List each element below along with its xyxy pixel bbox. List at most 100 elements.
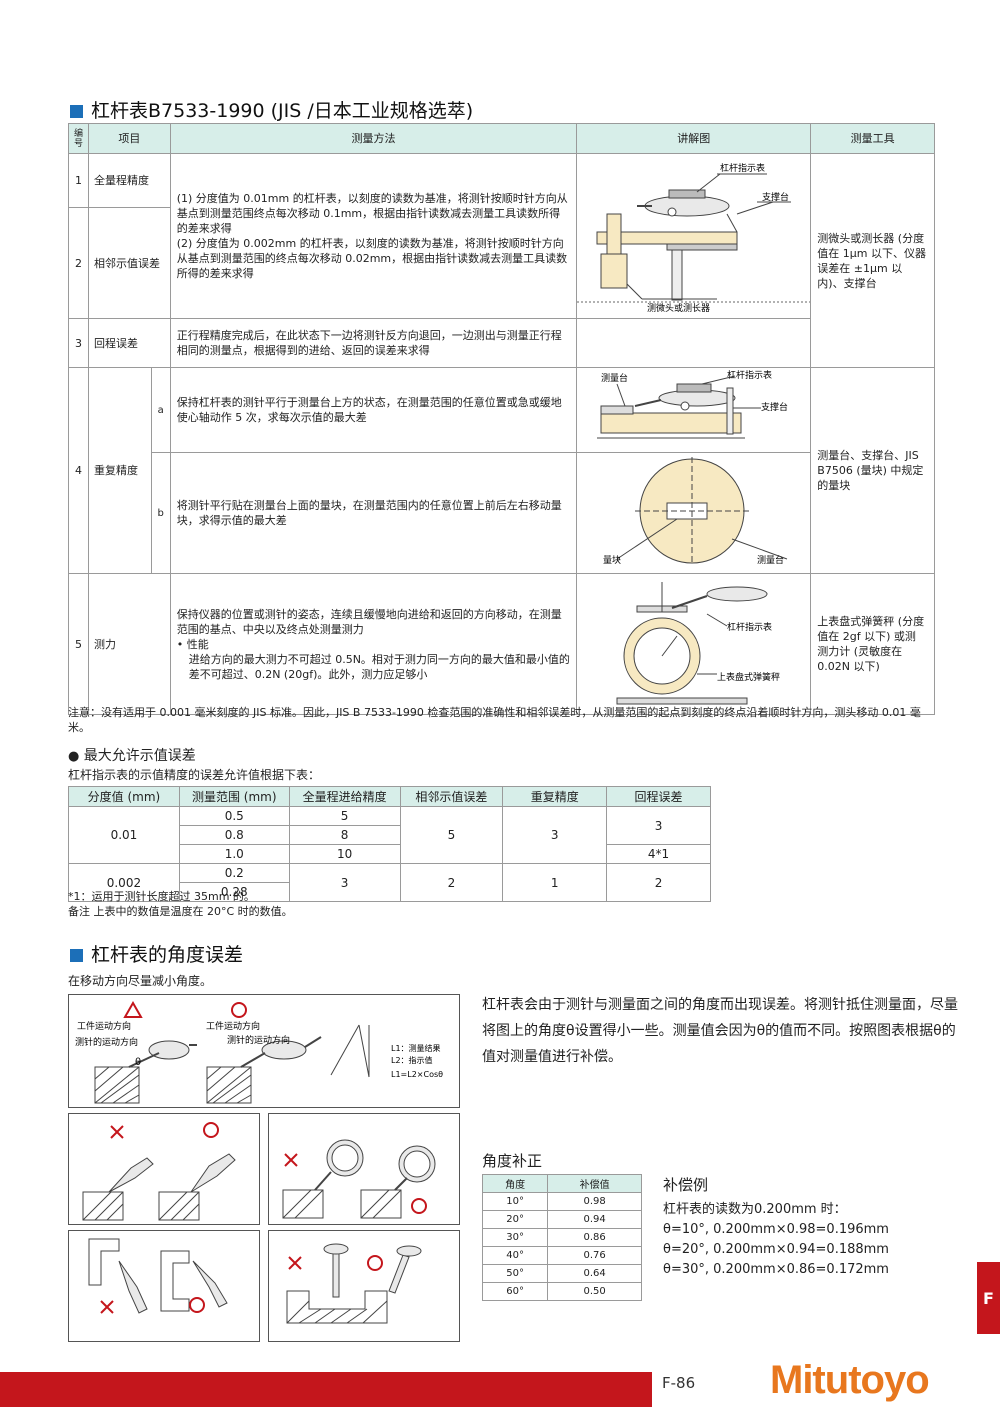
- angle-diagram-mid-right: [282, 1139, 436, 1219]
- label-block: 量块: [603, 554, 621, 566]
- example-line: θ=30°, 0.200mm×0.86=0.172mm: [663, 1262, 889, 1277]
- row-item: 全量程精度: [87, 152, 171, 209]
- cell-adjacent: 2: [399, 863, 504, 902]
- angle-diagram-bottom-right: [286, 1243, 422, 1324]
- figure-repeatability-b: 量块 测量台: [603, 457, 788, 566]
- cell-return: 3: [606, 806, 711, 845]
- page-number: F-86: [662, 1374, 696, 1392]
- row-item: 回程误差: [87, 318, 171, 368]
- table-row: 40°0.76: [481, 1246, 642, 1265]
- table-row: 0.01 0.5 5 5 3 3: [68, 806, 711, 864]
- footnote-1: *1：运用于测针长度超过 35mm 的。: [68, 890, 255, 903]
- section3-intro: 在移动方向尽量减小角度。: [68, 974, 213, 988]
- figure-cell-4a: 测量台 杠杆指示表 支撑台: [576, 367, 812, 453]
- method-cell-4a: 保持杠杆表的测针平行于测量台上方的状态，在测量范围的任意位置或急或缓地使心轴动作…: [169, 367, 578, 453]
- circle-ok-icon: [189, 1297, 205, 1313]
- method-text: 保持仪器的位置或测针的姿态，连续且缓慢地向进给和返回的方向移动，在测量范围的基点…: [176, 607, 562, 636]
- header-method: 测量方法: [169, 123, 578, 154]
- label-l1: L1：测量结果: [391, 1043, 441, 1053]
- cell-div: 0.002: [68, 863, 180, 902]
- figure-cell-4b: 量块 测量台: [576, 452, 812, 574]
- cell-angle: 50°: [481, 1264, 549, 1283]
- header-item: 项目: [87, 123, 171, 154]
- circle-ok-icon: [411, 1198, 427, 1214]
- square-bullet-icon: [70, 105, 83, 118]
- cell-angle: 30°: [481, 1228, 549, 1247]
- label-scale: 上表盘式弹簧秤: [717, 671, 780, 683]
- th-range: 测量范围 (mm): [178, 786, 290, 807]
- cell-comp: 0.86: [547, 1228, 642, 1247]
- th-full: 全量程进给精度: [288, 786, 401, 807]
- example-title: 补偿例: [663, 1176, 709, 1194]
- cell-div: 0.01: [68, 806, 180, 864]
- cell-comp: 0.94: [547, 1210, 642, 1229]
- footer-bar: [0, 1372, 652, 1407]
- figure-cell-5: 杠杆指示表 上表盘式弹簧秤: [576, 573, 812, 715]
- method-bullet: • 性能: [176, 637, 209, 651]
- row-item: 测力: [87, 573, 171, 715]
- cross-ng-icon: [100, 1300, 114, 1314]
- tolerance-header: 分度值 (mm) 测量范围 (mm) 全量程进给精度 相邻示值误差 重复精度 回…: [68, 786, 711, 807]
- row-no: 1: [68, 152, 89, 209]
- angle-diagram-top: 工件运动方向 测针的运动方向 工件运动方向 测针的运动方向 θ L1：测量结果 …: [75, 1000, 443, 1104]
- cell-range: 0.8: [178, 825, 290, 845]
- circle-ok-icon: [367, 1255, 383, 1271]
- table-row: b 将测针平行贴在测量台上面的量块，在测量范围内的任意位置上前后左右移动量块，求…: [69, 452, 935, 574]
- section2-title: ● 最大允许示值误差: [68, 748, 196, 764]
- method-cell-4b: 将测针平行贴在测量台上面的量块，在测量范围内的任意位置上前后左右移动量块，求得示…: [169, 452, 578, 574]
- jis-table-header: 编号 项目 测量方法 讲解图 测量工具: [68, 123, 935, 154]
- cell-return: 2: [606, 863, 711, 902]
- tolerance-table: 分度值 (mm) 测量范围 (mm) 全量程进给精度 相邻示值误差 重复精度 回…: [68, 786, 711, 902]
- label-stylus-direction: 测针的运动方向: [75, 1036, 138, 1048]
- cell-range: 1.0: [178, 844, 290, 864]
- tool-cell-4: 测量台、支撑台、JIS B7506 (量块) 中规定的量块: [810, 367, 935, 574]
- method-cell-5: 保持仪器的位置或测针的姿态，连续且缓慢地向进给和返回的方向移动，在测量范围的基点…: [169, 573, 578, 715]
- compensation-table: 角度 补偿值 10°0.98 20°0.94 30°0.86 40°0.76 5…: [481, 1174, 642, 1301]
- cell-angle: 20°: [481, 1210, 549, 1229]
- square-bullet-icon: [70, 949, 83, 962]
- cell-angle: 10°: [481, 1192, 549, 1211]
- table-row: 4 重复精度 a 保持杠杆表的测针平行于测量台上方的状态，在测量范围的任意位置或…: [68, 367, 935, 574]
- cell-comp: 0.50: [547, 1282, 642, 1301]
- row-no: 4: [68, 367, 89, 574]
- label-table: 测量台: [757, 554, 784, 566]
- angle-figure-top: 工件运动方向 测针的运动方向 工件运动方向 测针的运动方向 θ L1：测量结果 …: [68, 994, 460, 1108]
- table-row: 5 测力 保持仪器的位置或测针的姿态，连续且缓慢地向进给和返回的方向移动，在测量…: [68, 573, 935, 715]
- label-indicator: 杠杆指示表: [727, 621, 772, 633]
- table-row: 0.8 8: [69, 825, 711, 845]
- table-note: 注意：没有适用于 0.001 毫米刻度的 JIS 标准。因此，JIS B 753…: [68, 706, 921, 734]
- table-row: 50°0.64: [481, 1264, 642, 1283]
- cell-angle: 60°: [481, 1282, 549, 1301]
- table-row: 30°0.86: [481, 1228, 642, 1247]
- table-row: 20°0.94: [481, 1210, 642, 1229]
- cell-full: 10: [288, 844, 401, 864]
- th-return: 回程误差: [606, 786, 711, 807]
- section3-title: 杠杆表的角度误差: [70, 940, 243, 967]
- cell-return: 4*1: [606, 844, 711, 864]
- cell-comp: 0.64: [547, 1264, 642, 1283]
- method-text: 进给方向的最大测力不可超过 0.5N。相对于测力同一方向的最大值和最小值的差不可…: [188, 652, 570, 681]
- label-work-direction: 工件运动方向: [77, 1020, 131, 1032]
- label-indicator: 杠杆指示表: [720, 162, 765, 174]
- row-item: 重复精度: [87, 367, 152, 574]
- example-intro: 杠杆表的读数为0.200mm 时：: [663, 1202, 847, 1217]
- tool-cell-123: 测微头或测长器 (分度值在 1μm 以下、仪器误差在 ±1μm 以内)、支撑台: [810, 153, 935, 368]
- table-row: 1.0 10 4*1: [69, 844, 711, 864]
- compensation-header: 角度 补偿值: [481, 1174, 642, 1193]
- method-text: (2) 分度值为 0.002mm 的杠杆表，以刻度的读数为基准，将测针按顺时针方…: [176, 237, 568, 280]
- sub-a: a: [150, 367, 171, 453]
- th-adjacent: 相邻示值误差: [399, 786, 504, 807]
- tool-cell-5: 上表盘式弹簧秤 (分度值在 2gf 以下) 或测 测力计 (灵敏度在 0.02N…: [810, 573, 935, 715]
- label-stand: 支撑台: [761, 401, 788, 413]
- figure-accuracy: 杠杆指示表 支撑台 测微头或测长器: [577, 162, 811, 314]
- triangle-icon: [123, 1000, 143, 1018]
- cell-full: 8: [288, 825, 401, 845]
- label-stand: 支撑台: [762, 191, 789, 203]
- table-row: 60°0.50: [481, 1282, 642, 1301]
- figure-cell-3-empty: [576, 318, 812, 368]
- cell-adjacent: 5: [399, 806, 504, 864]
- section2-intro: 杠杆指示表的示值精度的误差允许值根据下表：: [68, 768, 321, 782]
- row-item: 相邻示值误差: [87, 207, 171, 319]
- cell-comp: 0.98: [547, 1192, 642, 1211]
- table-row: 3 回程误差 正行程精度完成后，在此状态下一边将测针反方向退回，一边测出与测量正…: [68, 318, 935, 368]
